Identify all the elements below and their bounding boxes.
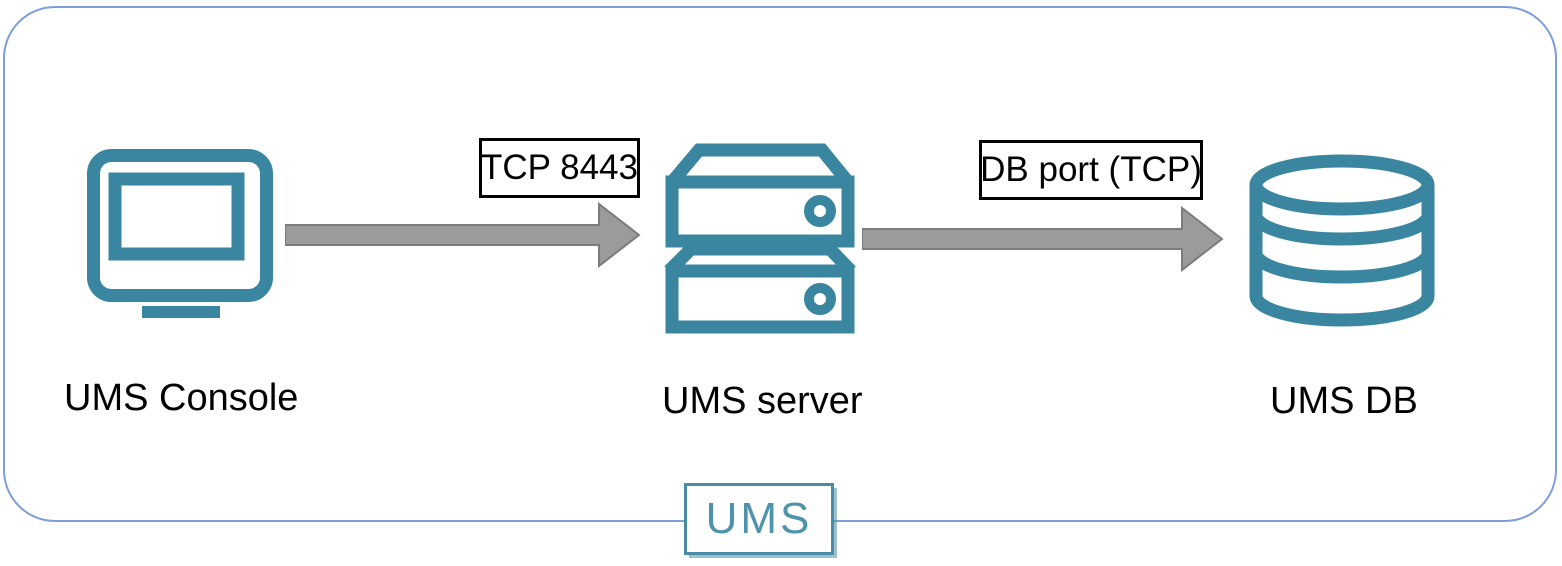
node-label-ums-console: UMS Console bbox=[64, 377, 299, 419]
database-icon bbox=[1249, 154, 1435, 327]
node-label-ums-server: UMS server bbox=[662, 380, 863, 422]
port-label-db-port-tcp: DB port (TCP) bbox=[979, 140, 1203, 200]
port-label-tcp-8443: TCP 8443 bbox=[479, 138, 640, 198]
ums-badge: UMS bbox=[684, 483, 834, 555]
monitor-icon bbox=[87, 149, 273, 318]
ums-badge-label: UMS bbox=[705, 494, 813, 543]
server-stack-icon bbox=[664, 143, 856, 334]
node-label-ums-db: UMS DB bbox=[1270, 380, 1418, 422]
arrow-console-to-server bbox=[285, 202, 641, 268]
arrow-server-to-db bbox=[862, 206, 1224, 272]
